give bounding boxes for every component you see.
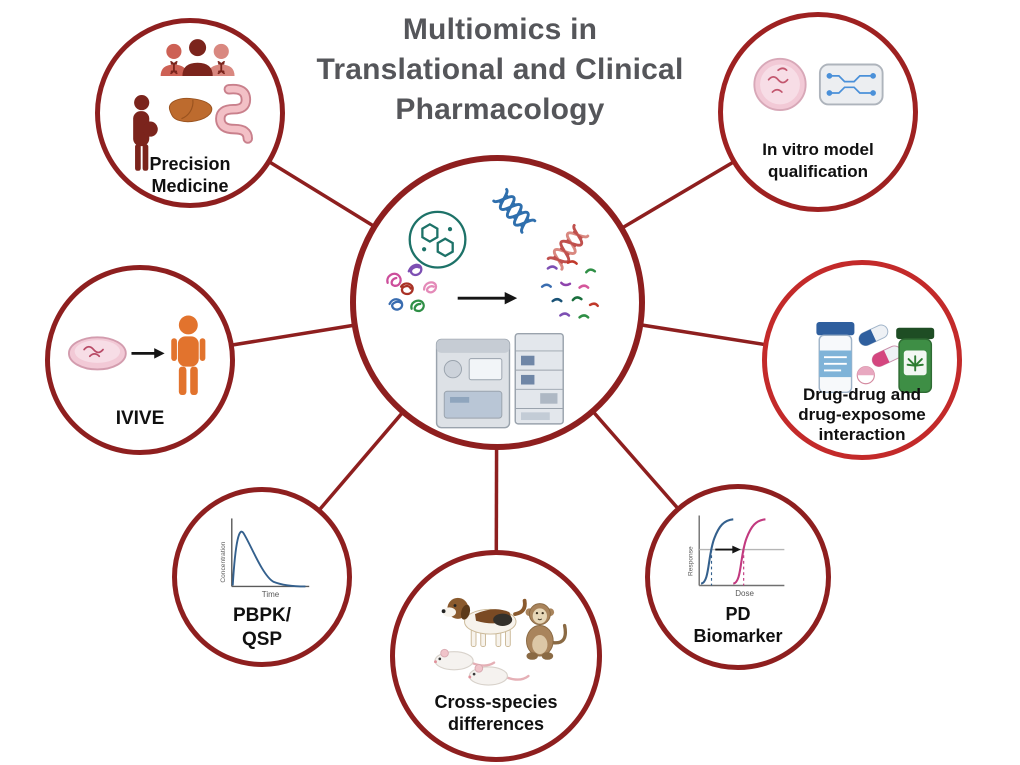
node-pbpk-qsp: Concentration Time PBPK/ QSP <box>172 487 352 667</box>
title-line: Pharmacology <box>395 93 605 126</box>
node-cross-species: Cross-species differences <box>390 550 602 762</box>
rats-icon <box>434 648 530 686</box>
node-label-line: Precision <box>149 154 231 174</box>
pill-bottle-icon <box>816 322 855 394</box>
node-multiomics-hub <box>350 155 645 450</box>
node-in-vitro-model-qualification: In vitro model qualification <box>718 12 918 212</box>
node-label-line: PBPK/ <box>232 605 292 626</box>
intestine-icon <box>215 83 253 144</box>
node-label: IVIVE <box>50 408 230 430</box>
node-label-line: Medicine <box>151 176 229 196</box>
pbpk-illustration: Concentration Time <box>220 518 310 599</box>
dose-response-chart: Response Dose <box>688 515 785 598</box>
y-axis-label: Concentration <box>220 541 227 582</box>
pregnant-woman-icon <box>133 95 158 171</box>
organ-chip-icon <box>818 63 884 106</box>
x-axis-label: Time <box>262 590 280 599</box>
node-label: Cross-species differences <box>395 691 597 735</box>
node-label-line: In vitro model <box>762 140 874 159</box>
node-label: PD Biomarker <box>650 603 826 647</box>
dna-small-icon <box>170 60 178 75</box>
node-drug-interaction: Drug-drug and drug-exposome interaction <box>762 260 962 460</box>
node-label-line: differences <box>447 714 545 734</box>
node-label-line: Drug-drug and <box>802 385 922 404</box>
node-precision-medicine: Precision Medicine <box>95 18 285 208</box>
precision-medicine-illustration <box>133 39 253 171</box>
pd-biomarker-illustration: Response Dose <box>688 515 785 598</box>
node-ivive: IVIVE <box>45 265 235 455</box>
capsule-icon <box>871 345 902 367</box>
node-label: Drug-drug and drug-exposome interaction <box>767 385 957 445</box>
cross-species-illustration <box>434 597 567 686</box>
multiomics-hub-illustration <box>386 187 599 429</box>
drug-interaction-illustration <box>816 322 935 394</box>
ivive-illustration <box>68 315 206 396</box>
dna-small-icon <box>217 60 225 75</box>
petri-dish-icon <box>68 336 127 371</box>
diagram-title: Multiomics in Translational and Clinical… <box>240 10 760 130</box>
cannabis-leaf-icon <box>906 355 924 372</box>
dna-blue-icon <box>492 187 537 234</box>
proteins-icon <box>386 263 438 313</box>
concentration-time-chart: Concentration Time <box>220 518 310 599</box>
node-label: In vitro model qualification <box>723 139 913 183</box>
patient-group-icon <box>160 39 235 77</box>
cannabis-jar-icon <box>896 327 935 394</box>
node-label-line: PD <box>725 604 751 624</box>
petri-dish-icon <box>753 57 807 112</box>
node-label-line: interaction <box>818 425 906 444</box>
liver-icon <box>168 97 213 123</box>
node-label-line: IVIVE <box>115 408 165 429</box>
dna-red-icon <box>546 223 590 271</box>
metabolites-icon <box>540 260 599 319</box>
molecule-cluster-icon <box>408 210 467 269</box>
y-axis-label: Response <box>688 546 695 576</box>
round-pill-icon <box>856 366 875 385</box>
node-label-line: Biomarker <box>693 626 783 646</box>
title-line: Translational and Clinical <box>316 53 684 86</box>
node-label-line: drug-exposome <box>798 405 926 424</box>
dog-icon <box>441 597 527 647</box>
x-axis-label: Dose <box>735 589 754 598</box>
arrow-right-icon <box>131 348 165 359</box>
title-line: Multiomics in <box>402 13 598 46</box>
node-label-line: qualification <box>767 162 869 181</box>
mass-spectrometer-icon <box>435 338 511 429</box>
node-label-line: QSP <box>241 629 283 650</box>
in-vitro-illustration <box>753 57 884 112</box>
human-figure-icon <box>171 315 206 396</box>
arrow-right-icon <box>457 291 518 305</box>
node-pd-biomarker: Response Dose PD Biomarker <box>645 484 831 670</box>
hplc-stack-icon <box>514 332 564 425</box>
node-label: PBPK/ QSP <box>177 604 347 652</box>
node-label: Precision Medicine <box>100 153 280 197</box>
capsule-icon <box>858 324 889 346</box>
monkey-icon <box>525 603 567 660</box>
node-label-line: Cross-species <box>434 692 558 712</box>
